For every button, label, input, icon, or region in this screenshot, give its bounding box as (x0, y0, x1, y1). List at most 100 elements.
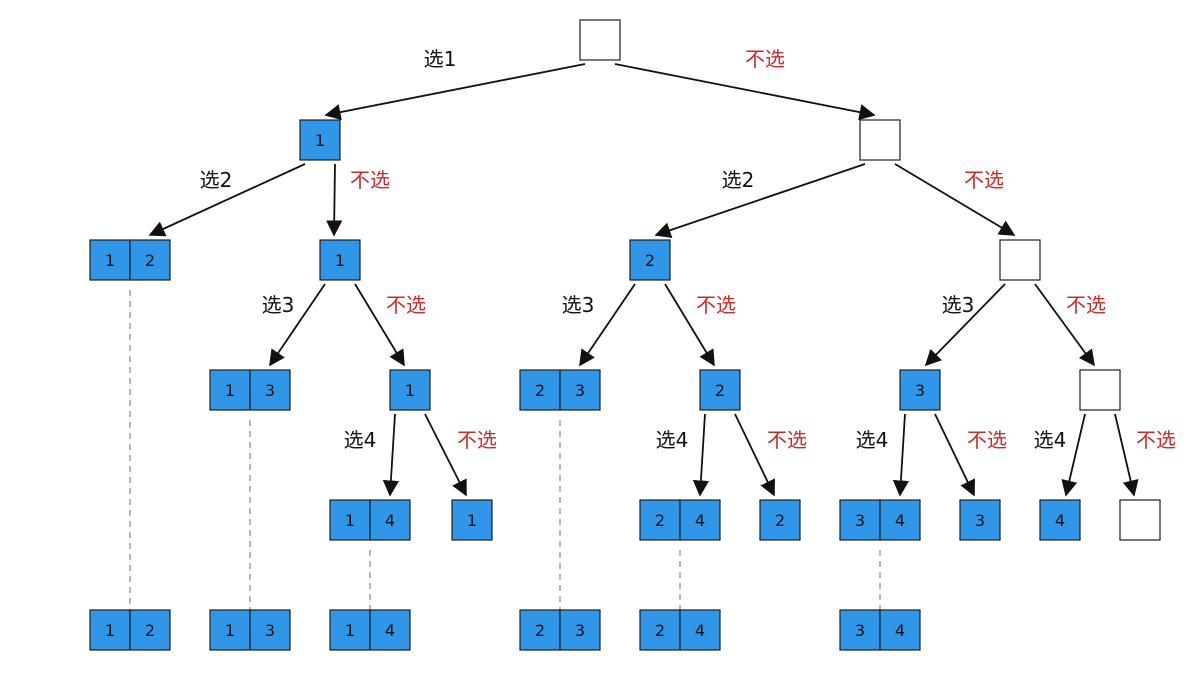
element-cell (329, 499, 371, 541)
element-cell (209, 369, 251, 411)
select-arrow (924, 283, 1006, 367)
skip-label: 不选 (767, 428, 807, 452)
skip-arrow (1034, 283, 1095, 367)
select-arrow (654, 163, 866, 238)
element-value: 4 (895, 511, 905, 530)
tree-node (859, 119, 901, 161)
empty-set-box (1079, 369, 1121, 411)
element-value: 1 (225, 621, 235, 640)
skip-label: 不选 (1066, 293, 1106, 317)
element-cell (129, 609, 171, 651)
element-cell (519, 609, 561, 651)
element-cell (519, 369, 561, 411)
tree-node: 2 (699, 369, 741, 411)
element-cell (639, 609, 681, 651)
element-cell (329, 609, 371, 651)
element-cell (129, 239, 171, 281)
skip-label: 不选 (964, 168, 1004, 192)
tree-node (579, 19, 621, 61)
element-cell (839, 609, 881, 651)
element-value: 2 (775, 511, 785, 530)
tree-node: 1 (299, 119, 341, 161)
skip-arrow (614, 63, 876, 121)
select-label: 选1 (424, 47, 457, 71)
select-arrow (148, 163, 306, 237)
empty-set-box (999, 239, 1041, 281)
element-cell (369, 499, 411, 541)
element-value: 3 (855, 511, 865, 530)
element-value: 1 (405, 381, 415, 400)
element-cell (759, 499, 801, 541)
element-value: 2 (535, 381, 545, 400)
element-cell (629, 239, 671, 281)
element-cell (451, 499, 493, 541)
empty-set-box (859, 119, 901, 161)
element-value: 3 (265, 621, 275, 640)
element-value: 1 (105, 621, 115, 640)
tree-node: 3 (959, 499, 1001, 541)
skip-label: 不选 (696, 293, 736, 317)
skip-arrow (664, 283, 715, 367)
select-label: 选4 (656, 428, 689, 452)
empty-set-box (579, 19, 621, 61)
element-cell (559, 609, 601, 651)
element-value: 4 (695, 621, 705, 640)
tree-node: 1 (451, 499, 493, 541)
element-value: 3 (855, 621, 865, 640)
skip-label: 不选 (745, 47, 785, 71)
skip-label: 不选 (967, 428, 1007, 452)
element-value: 4 (895, 621, 905, 640)
element-cell (249, 369, 291, 411)
element-value: 2 (715, 381, 725, 400)
element-cell (209, 609, 251, 651)
tree-node: 3 (899, 369, 941, 411)
element-value: 4 (385, 511, 395, 530)
select-label: 选4 (1034, 428, 1067, 452)
element-value: 3 (265, 381, 275, 400)
skip-arrow (734, 413, 775, 497)
skip-label: 不选 (386, 293, 426, 317)
element-value: 3 (915, 381, 925, 400)
element-value: 4 (1055, 511, 1065, 530)
tree-edges (148, 63, 1139, 497)
element-value: 2 (655, 621, 665, 640)
select-label: 选3 (942, 293, 975, 317)
result-links (129, 290, 881, 610)
skip-arrow (894, 163, 1016, 236)
tree-node: 1 (389, 369, 431, 411)
select-label: 选3 (562, 293, 595, 317)
empty-set-box (1119, 499, 1161, 541)
element-cell (369, 609, 411, 651)
element-cell (899, 369, 941, 411)
element-cell (959, 499, 1001, 541)
select-label: 选2 (200, 168, 233, 192)
element-cell (559, 369, 601, 411)
skip-arrow (424, 413, 467, 497)
element-value: 1 (225, 381, 235, 400)
skip-arrow (354, 283, 405, 367)
select-arrow (1061, 413, 1086, 497)
skip-label: 不选 (1136, 428, 1176, 452)
element-cell (299, 119, 341, 161)
element-cell (1039, 499, 1081, 541)
skip-arrow (326, 163, 343, 237)
select-arrow (324, 63, 586, 121)
element-value: 1 (467, 511, 477, 530)
select-label: 选3 (262, 293, 295, 317)
element-cell (679, 609, 721, 651)
skip-label: 不选 (457, 428, 497, 452)
element-cell (699, 369, 741, 411)
element-value: 1 (345, 511, 355, 530)
tree-node: 2 (629, 239, 671, 281)
tree-node: 4 (1039, 499, 1081, 541)
